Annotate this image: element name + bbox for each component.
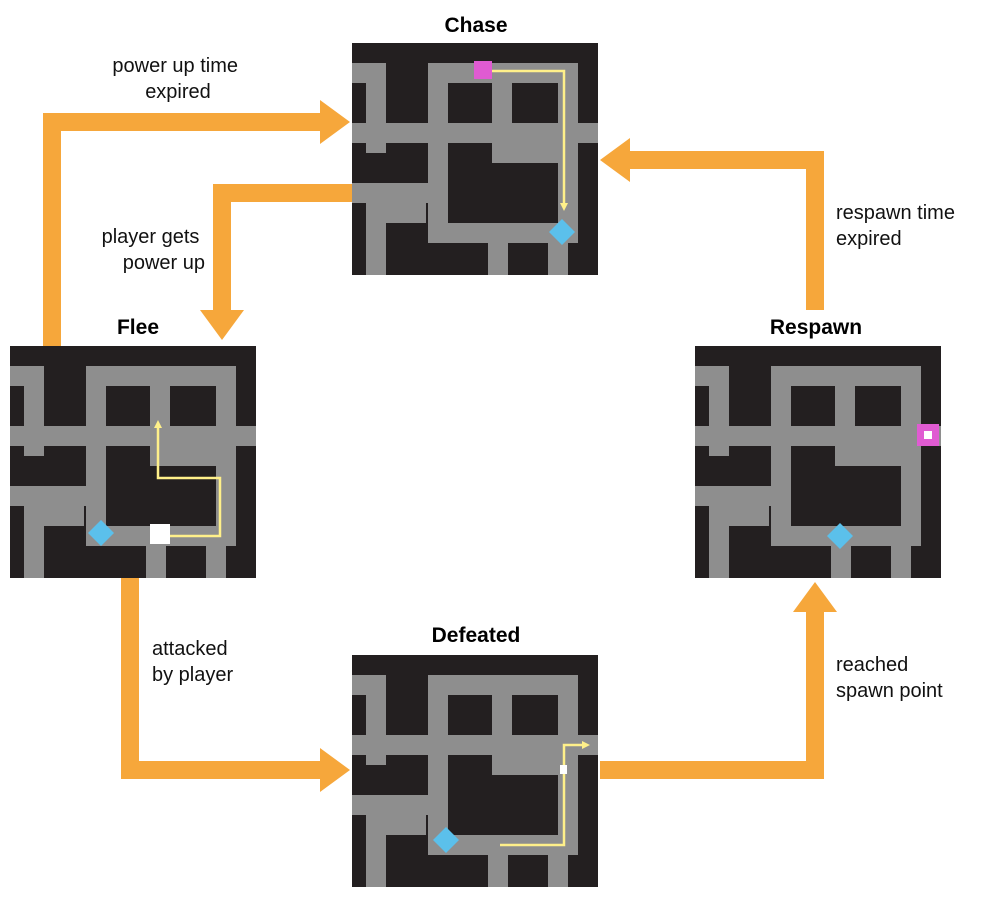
maze-chase xyxy=(352,43,598,275)
state-title-respawn: Respawn xyxy=(770,316,862,339)
state-defeated: Defeated xyxy=(352,624,598,887)
arrowhead-respawn-to-chase xyxy=(600,138,630,182)
arrow-defeated-to-respawn xyxy=(600,612,824,779)
label-respawn-time-expired: respawn time expired xyxy=(836,202,961,250)
label-attacked-by-player: attacked by player xyxy=(152,638,233,686)
ghost-square-icon xyxy=(150,524,170,544)
state-flee: Flee xyxy=(10,316,256,578)
route-arrowhead xyxy=(560,203,568,211)
transition-arrows xyxy=(43,100,837,792)
arrowhead-chase-to-flee xyxy=(200,310,244,340)
transition-labels: power up time expired player gets power … xyxy=(102,55,961,702)
arrowhead-flee-to-chase xyxy=(320,100,350,144)
arrow-respawn-to-chase xyxy=(628,151,824,310)
ghost-route-line xyxy=(492,69,566,205)
arrow-flee-to-defeated xyxy=(121,578,322,779)
state-title-flee: Flee xyxy=(117,316,159,339)
player-diamond-icon xyxy=(827,523,853,549)
ghost-route-line xyxy=(156,426,222,538)
route-arrowhead xyxy=(154,420,162,428)
arrow-flee-to-chase xyxy=(43,113,322,346)
label-power-up-expired: power up time expired xyxy=(112,55,243,103)
ghost-eyes-icon xyxy=(924,431,932,439)
maze-defeated xyxy=(352,655,598,887)
arrowhead-flee-to-defeated xyxy=(320,748,350,792)
state-respawn: Respawn xyxy=(695,316,941,578)
maze-respawn xyxy=(695,346,941,578)
ghost-square-icon xyxy=(474,61,492,79)
maze-flee xyxy=(10,346,256,578)
player-diamond-icon xyxy=(88,520,114,546)
arrowhead-defeated-to-respawn xyxy=(793,582,837,612)
player-diamond-icon xyxy=(433,827,459,853)
state-title-defeated: Defeated xyxy=(432,624,521,647)
state-chase: Chase xyxy=(352,14,598,275)
state-title-chase: Chase xyxy=(444,14,507,37)
label-reached-spawn-point: reached spawn point xyxy=(836,654,943,702)
ghost-eyes-icon xyxy=(560,765,567,774)
arrow-chase-to-flee xyxy=(213,184,352,312)
ghost-route-line xyxy=(500,743,584,847)
route-arrowhead xyxy=(582,741,590,749)
label-player-gets-power-up: player gets power up xyxy=(102,226,205,274)
player-diamond-icon xyxy=(549,219,575,245)
